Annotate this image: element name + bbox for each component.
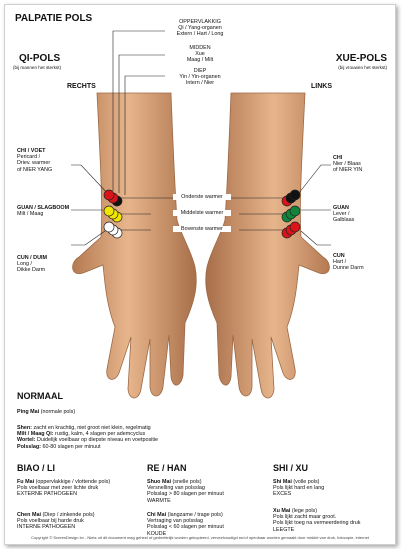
shuo-mai: Shuo Mai (snelle pols) Versnelling van p… (147, 479, 224, 504)
left-pointer-lines (71, 164, 110, 246)
wrist-illustration (71, 30, 331, 399)
left-cun-label: CUN / DUIM Long / Dikke Darm (17, 255, 47, 274)
links-label: LINKS (311, 83, 332, 90)
right-hand (205, 92, 330, 399)
right-chi-label: CHI Nier / Blaas of NIER YIN (333, 155, 363, 174)
left-chi-label: CHI / VOET Pericard / Driev. warmer of N… (17, 148, 53, 173)
col-re-han-title: RE / HAN (147, 463, 187, 473)
warmer-lines (117, 197, 291, 231)
shi-mai: Shi Mai (volle pols) Pols lijkt hard en … (273, 479, 325, 498)
right-cun-label: CUN Hart / Dunne Darm (333, 253, 364, 272)
xue-pols-title: XUE-POLS (335, 53, 387, 64)
right-pulse-points (281, 189, 301, 239)
qi-pols-title: QI-POLS (19, 53, 61, 64)
col-biao-li-title: BIAO / LI (17, 463, 55, 473)
warmer-bovenste: Bovenste warmer (173, 226, 231, 233)
depth-oppervlakkig: OPPERVLAKKIG Qi / Yang-organen Extern / … (176, 19, 224, 38)
depth-midden: MIDDEN Xue Maag / Milt (186, 45, 214, 64)
depth-lines (112, 30, 165, 195)
page-title: PALPATIE POLS (15, 13, 93, 24)
warmer-middelste: Middelste warmer (173, 210, 231, 217)
chi-mai: Chi Mai (langzame / trage pols) Vertragi… (147, 512, 224, 537)
xu-mai: Xu Mai (lege pols) Pols lijkt zacht maar… (273, 508, 361, 533)
normaal-title: NORMAAL (17, 391, 63, 401)
copyright-footer: Copyright © ScreenDesign bv - Niets uit … (31, 536, 369, 540)
chen-mai: Chen Mai (Diep / zinkende pols) Pols voe… (17, 512, 95, 531)
left-pulse-points (103, 189, 123, 239)
qi-pols-sub: (bij mannen het sterkst) (13, 65, 61, 70)
warmer-onderste: Onderste warmer (173, 194, 231, 201)
normaal-rows: Shen: zacht en krachtig, niet groot niet… (17, 425, 159, 450)
poster-sheet: PALPATIE POLS OPPERVLAKKIG Qi / Yang-org… (4, 4, 396, 545)
left-guan-label: GUAN / SLAGBOOM Milt / Maag (17, 205, 70, 218)
fu-mai: Fu Mai (oppervlakkige / vlottende pols) … (17, 479, 111, 498)
xue-pols-sub: (bij vrouwen het sterkst) (338, 65, 387, 70)
rechts-label: RECHTS (67, 83, 96, 90)
right-pointer-lines (298, 164, 331, 246)
right-guan-label: GUAN Lever / Galblaas (333, 205, 355, 224)
col-shi-xu-title: SHI / XU (273, 463, 309, 473)
depth-diep: DIEP Yin / Yin-organen Intern / Nier (179, 68, 221, 87)
ping-mai: Ping Mai (normale pols) (17, 409, 76, 415)
left-hand (72, 92, 197, 399)
